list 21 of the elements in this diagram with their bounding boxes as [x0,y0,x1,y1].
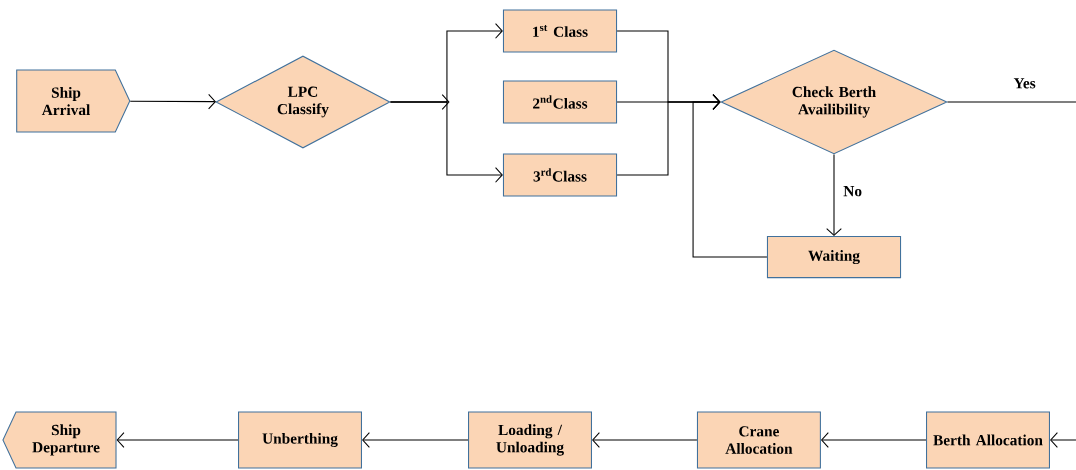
arrival-box: Ship Arrival [16,69,131,133]
arrow [820,432,927,448]
process-box: Waiting [766,236,902,279]
process-box: Berth Allocation [926,411,1050,469]
arrow [826,154,842,236]
arrow [592,432,698,448]
process-box: 1$^{st}$ Class [502,9,618,53]
process-box: Loading / Unloading [468,411,592,469]
edge-label: Yes [1012,76,1037,90]
process-box: Crane Allocation [696,411,821,469]
arrow [692,94,768,258]
process-box: Unberthing [238,411,362,469]
edge-label: No [841,184,864,198]
process-box: 3$^{rd}$Class [502,153,618,197]
arrow [1050,432,1076,448]
arrow [362,432,469,448]
departure-box: Ship Departure [2,411,117,469]
arrow [116,432,239,448]
process-box: 2$^{nd}$Class [502,80,618,124]
arrow [129,93,217,110]
arrow [389,101,503,183]
